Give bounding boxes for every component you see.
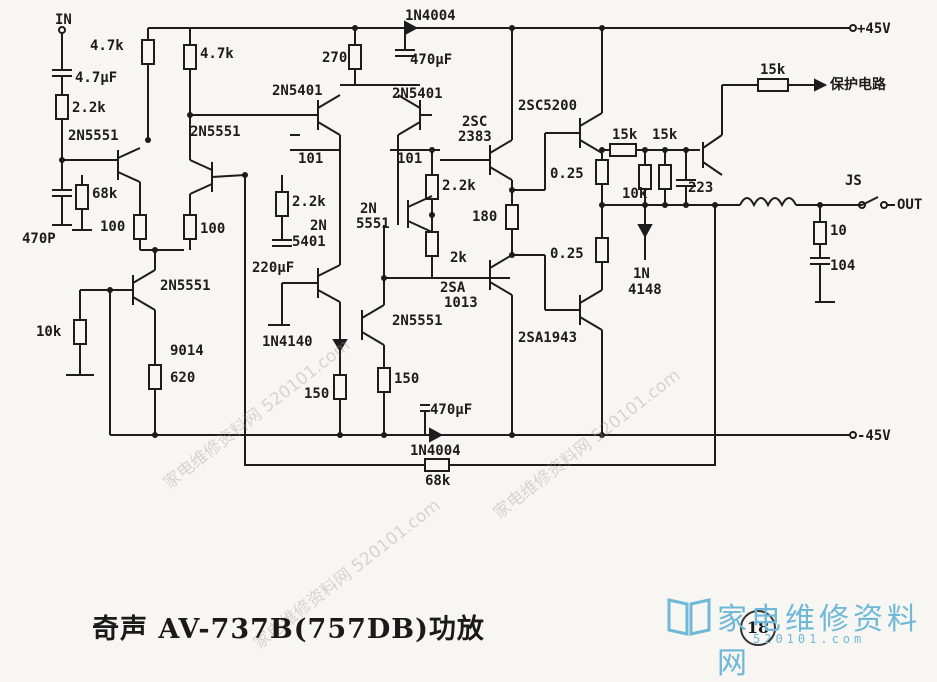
svg-text:2N5401: 2N5401 [392,86,443,102]
svg-text:68k: 68k [92,186,118,202]
svg-text:1N: 1N [633,266,650,282]
svg-text:2N5551: 2N5551 [190,124,241,140]
svg-text:5401: 5401 [292,234,326,250]
r-270 [348,44,362,70]
d-top [404,20,419,36]
svg-text:15k: 15k [652,127,678,143]
svg-text:10k: 10k [36,324,62,340]
svg-text:2N5551: 2N5551 [68,128,119,144]
r-10k-l [73,319,87,345]
svg-text:15k: 15k [760,62,786,78]
svg-text:10: 10 [830,223,847,239]
svg-text:5551: 5551 [356,216,390,232]
svg-text:180: 180 [472,209,497,225]
svg-text:1N4004: 1N4004 [405,8,456,24]
svg-text:-45V: -45V [857,428,891,444]
svg-text:620: 620 [170,370,195,386]
r-2k2-mid [275,191,289,217]
svg-text:4148: 4148 [628,282,662,298]
svg-text:2N: 2N [360,201,377,217]
svg-text:220μF: 220μF [252,260,294,276]
svg-text:OUT: OUT [897,197,922,213]
r-4k7-b [183,44,197,70]
svg-text:0.25: 0.25 [550,246,584,262]
svg-text:101: 101 [397,151,422,167]
svg-text:2SA1943: 2SA1943 [518,330,577,346]
r-2k2-in [55,94,69,120]
svg-text:101: 101 [298,151,323,167]
svg-text:470P: 470P [22,231,56,247]
r-2k2-bias [425,174,439,200]
r-150-b [377,367,391,393]
svg-text:2SA: 2SA [440,280,466,296]
svg-text:1N4140: 1N4140 [262,334,313,350]
svg-text:104: 104 [830,258,855,274]
svg-text:4.7k: 4.7k [90,38,124,54]
svg-text:270: 270 [322,50,347,66]
r-150-a [333,374,347,400]
svg-text:JS: JS [845,173,862,189]
svg-text:9014: 9014 [170,343,204,359]
svg-text:4.7μF: 4.7μF [75,70,117,86]
svg-text:68k: 68k [425,473,451,489]
svg-text:15k: 15k [612,127,638,143]
output-inductor [739,197,797,208]
svg-text:2N5401: 2N5401 [272,83,323,99]
svg-text:0.25: 0.25 [550,166,584,182]
svg-text:223: 223 [688,180,713,196]
svg-text:2N5551: 2N5551 [160,278,211,294]
svg-text:1013: 1013 [444,295,478,311]
svg-text:2.2k: 2.2k [292,194,326,210]
brand-logo: 家电维修资料网 520101.com [665,590,925,681]
r-68k [75,184,89,210]
vminus-terminal [849,431,857,439]
svg-text:2SC5200: 2SC5200 [518,98,577,114]
feedback-path [244,175,716,466]
r-025-a [595,159,609,185]
svg-text:2.2k: 2.2k [442,178,476,194]
r-15k-prot [757,78,789,92]
d-bot [429,427,444,443]
r-68k-fb [424,458,450,472]
page-number: 18 [740,610,776,646]
brand-url: 520101.com [753,632,866,646]
svg-text:100: 100 [100,219,125,235]
svg-text:保护电路: 保护电路 [829,76,887,93]
svg-text:150: 150 [394,371,419,387]
r-025-b [595,237,609,263]
book-icon [667,598,711,636]
label-in: IN [55,12,72,28]
r-180 [505,204,519,230]
svg-text:2.2k: 2.2k [72,100,106,116]
svg-text:470μF: 470μF [410,52,452,68]
diagram-title: 奇声 AV-737B(757DB)功放 [92,614,485,645]
svg-text:2k: 2k [450,250,467,266]
r-4k7-a [141,39,155,65]
svg-text:2383: 2383 [458,129,492,145]
svg-text:4.7k: 4.7k [200,46,234,62]
svg-text:150: 150 [304,386,329,402]
svg-text:2N: 2N [310,218,327,234]
pot-2k [425,231,439,257]
svg-text:2SC: 2SC [462,114,487,130]
r-15k-a [609,143,637,157]
svg-text:470μF: 470μF [430,402,472,418]
svg-text:10k: 10k [622,186,648,202]
amplifier-schematic: IN 4.7k 4.7k 4.7μF 2.2k 2N5551 68k 470P … [22,8,922,489]
svg-text:+45V: +45V [857,21,891,37]
r-15k-b [658,164,672,190]
r-10-out [813,221,827,245]
svg-text:1N4004: 1N4004 [410,443,461,459]
svg-text:100: 100 [200,221,225,237]
vplus-terminal [849,24,857,32]
svg-text:2N5551: 2N5551 [392,313,443,329]
